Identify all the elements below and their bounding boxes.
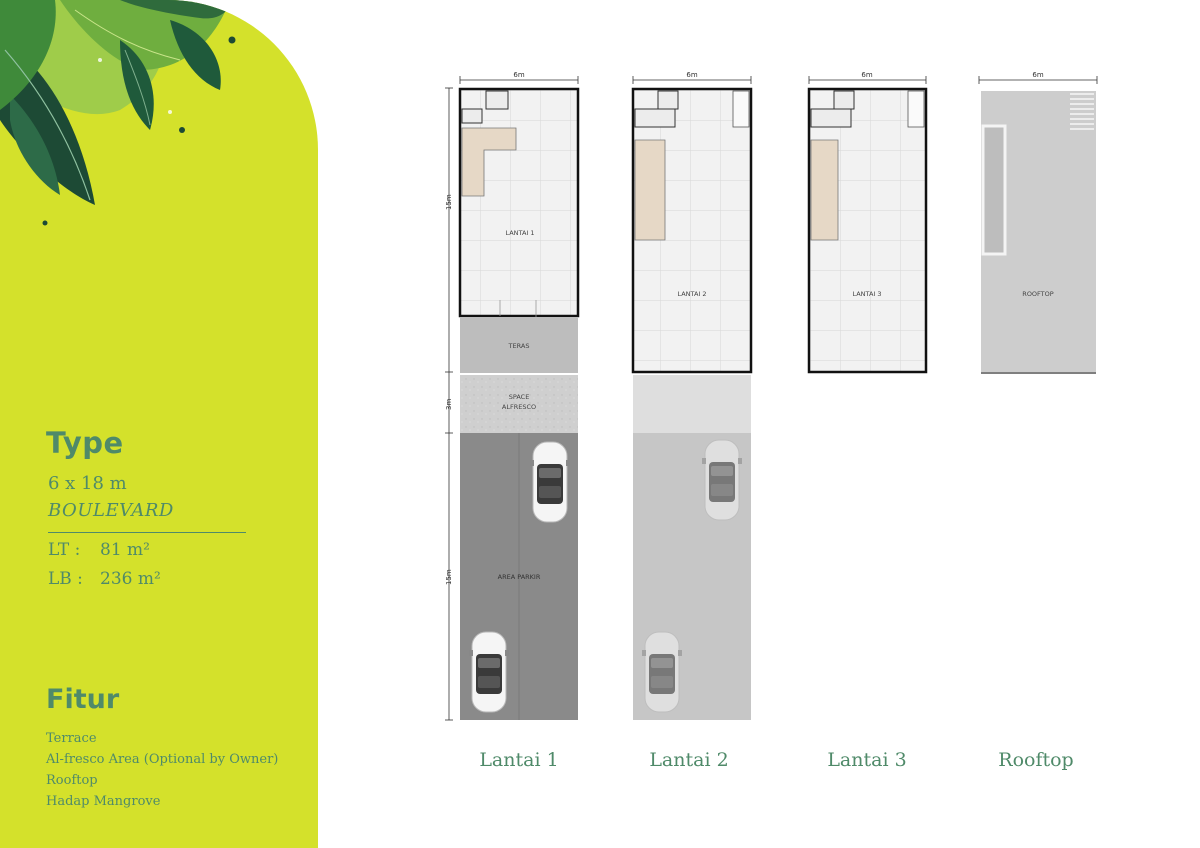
type-name: BOULEVARD — [48, 500, 174, 521]
type-title: Type — [46, 426, 124, 460]
dim-width: 6m — [1032, 71, 1043, 79]
dim-width: 6m — [686, 71, 697, 79]
room-label: ROOFTOP — [1022, 290, 1053, 298]
fitur-item: Terrace — [46, 731, 97, 746]
room-label: TERAS — [508, 342, 530, 350]
car-icon — [529, 441, 571, 523]
spec-lb-value: 236 m² — [100, 569, 161, 589]
room-label: LANTAI 2 — [677, 290, 706, 298]
floor-label-lantai-1: Lantai 1 — [479, 749, 559, 771]
plan-lantai-1: 6m 15m 3m 15m LANTAI 1 TERAS SPACE ALFRE… — [445, 71, 580, 721]
type-size: 6 x 18 m — [48, 473, 127, 494]
floor-label-rooftop: Rooftop — [998, 749, 1074, 771]
dim-depth-building: 15m — [445, 194, 453, 210]
fitur-list: Terrace Al-fresco Area (Optional by Owne… — [46, 728, 278, 812]
divider — [48, 532, 246, 533]
plan-lantai-3: 6m LANTAI 3 — [807, 71, 928, 374]
floor-label-lantai-3: Lantai 3 — [827, 749, 907, 771]
plan-rooftop: 6m ROOFTOP — [978, 71, 1098, 374]
dim-width: 6m — [513, 71, 524, 79]
room-label: SPACE — [509, 393, 530, 401]
spec-lb: LB : 236 m² — [48, 569, 161, 589]
room-label: LANTAI 3 — [852, 290, 881, 298]
fitur-item: Al-fresco Area (Optional by Owner) — [46, 752, 279, 767]
dim-depth-alfresco: 3m — [445, 399, 453, 410]
car-icon — [701, 439, 743, 521]
spec-lt-label: LT : — [48, 540, 81, 560]
spec-lt: LT : 81 m² — [48, 540, 150, 560]
dim-depth-parking: 15m — [445, 569, 453, 585]
side-panel: Type 6 x 18 m BOULEVARD LT : 81 m² LB : 23… — [0, 0, 318, 848]
spec-lt-value: 81 m² — [100, 540, 150, 560]
fitur-item: Hadap Mangrove — [46, 794, 161, 809]
room-label: ALFRESCO — [502, 403, 536, 411]
spec-lb-label: LB : — [48, 569, 83, 589]
floor-label-lantai-2: Lantai 2 — [649, 749, 729, 771]
car-icon — [468, 631, 510, 713]
leaf-decoration-icon — [0, 0, 236, 226]
fitur-title: Fitur — [46, 684, 120, 715]
dim-width: 6m — [861, 71, 872, 79]
car-icon — [641, 631, 683, 713]
room-label: LANTAI 1 — [505, 229, 534, 237]
plan-lantai-2: 6m LANTAI 2 — [631, 71, 753, 720]
room-label: AREA PARKIR — [498, 573, 541, 581]
fitur-item: Rooftop — [46, 773, 98, 788]
